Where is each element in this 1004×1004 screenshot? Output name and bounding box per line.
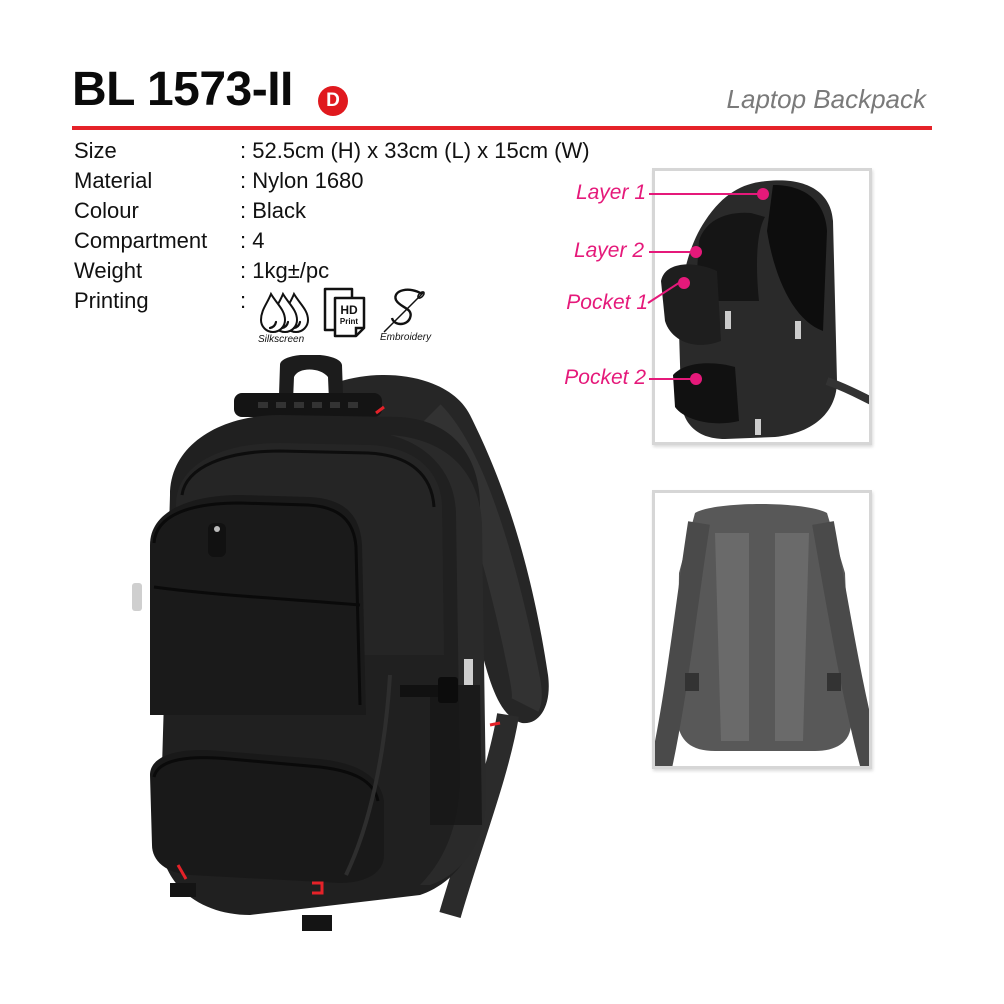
spec-value: : Black [240,198,307,223]
open-view-photo-frame [652,168,887,445]
printing-methods: Silkscreen HD Print Embroidery [254,287,464,350]
callout-dot-pocket-1 [678,277,690,289]
product-type-label: Laptop Backpack [726,84,926,114]
silkscreen-caption: Silkscreen [258,334,305,345]
spec-label: Colour [74,198,139,223]
callout-line-pocket-2 [649,378,695,380]
spec-value: : 52.5cm (H) x 33cm (L) x 15cm (W) [240,138,590,163]
callout-layer-2: Layer 2 [573,239,644,262]
callout-line-layer-1 [649,193,759,195]
spec-label: Printing [74,288,149,313]
category-badge: D [318,86,348,116]
product-model-title: BL 1573-II [72,63,293,116]
hd-print-icon: HD Print [322,286,370,347]
callout-pocket-2: Pocket 2 [564,366,646,389]
hd-glyph: HD [340,303,358,317]
print-glyph: Print [340,317,359,326]
spec-row-material: Material : Nylon 1680 [74,166,590,196]
callout-layer-1: Layer 1 [575,181,646,204]
embroidery-needle-icon [380,286,430,341]
callout-dot-layer-1 [757,188,769,200]
callout-line-layer-2 [649,251,695,253]
spec-row-compartment: Compartment : 4 [74,226,590,256]
spec-value: : [240,288,247,313]
spec-row-printing: Printing : [74,286,590,316]
spec-row-size: Size : 52.5cm (H) x 33cm (L) x 15cm (W) [74,136,590,166]
callout-pocket-1: Pocket 1 [566,291,648,314]
spec-value: : Nylon 1680 [240,168,364,193]
spec-row-weight: Weight : 1kg±/pc [74,256,590,286]
spec-value: : 1kg±/pc [240,258,330,283]
spec-label: Weight [74,258,143,283]
spec-value: : 4 [240,228,265,253]
backpack-main-photo [130,354,570,945]
embroidery-caption: Embroidery [380,332,432,343]
spec-label: Compartment [74,228,208,253]
callout-dot-layer-2 [690,246,702,258]
spec-list: Size : 52.5cm (H) x 33cm (L) x 15cm (W) … [74,136,590,316]
spec-label: Size [74,138,117,163]
silkscreen-drops-icon [256,290,314,339]
spec-row-colour: Colour : Black [74,196,590,226]
header-divider [72,126,932,130]
spec-label: Material [74,168,153,193]
back-view-photo-frame [644,490,890,797]
callout-dot-pocket-2 [690,373,702,385]
